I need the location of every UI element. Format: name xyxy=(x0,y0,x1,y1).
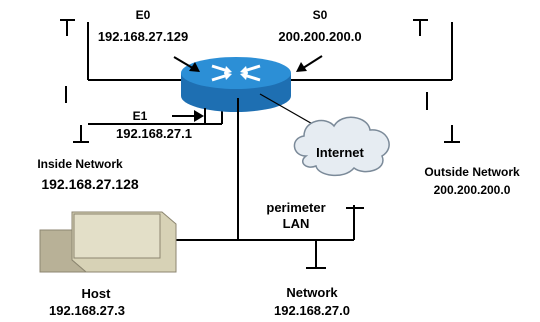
s0-address: 200.200.200.0 xyxy=(278,29,361,44)
inside-network-title: Inside Network xyxy=(37,157,123,171)
outside-network-address: 200.200.200.0 xyxy=(434,183,511,197)
e0-arrow-icon xyxy=(173,56,200,72)
lan-network-title: Network xyxy=(286,285,338,300)
terminator-top-left xyxy=(60,19,75,36)
lan-label: LAN xyxy=(283,216,310,231)
internet-cloud[interactable]: Internet xyxy=(293,116,390,177)
lan-network-address: 192.168.27.0 xyxy=(274,303,350,318)
terminator-top-right xyxy=(413,19,428,36)
outside-network-title: Outside Network xyxy=(424,165,520,179)
cloud-label: Internet xyxy=(316,145,364,160)
terminator-outside-network xyxy=(426,92,460,143)
perimeter-label: perimeter xyxy=(266,200,325,215)
router-arrows-icon xyxy=(211,64,261,82)
s0-arrow-icon xyxy=(296,55,323,72)
router[interactable] xyxy=(181,57,291,112)
terminator-inside-network xyxy=(65,86,89,143)
e0-address: 192.168.27.129 xyxy=(98,29,188,44)
e1-address: 192.168.27.1 xyxy=(116,126,192,141)
host[interactable] xyxy=(39,211,238,273)
e1-name: E1 xyxy=(133,109,148,123)
perimeter-lan-bus xyxy=(237,98,364,269)
e0-name: E0 xyxy=(136,8,151,22)
inside-network-address: 192.168.27.128 xyxy=(41,176,139,192)
host-title: Host xyxy=(82,286,112,301)
s0-name: S0 xyxy=(313,8,328,22)
host-address: 192.168.27.3 xyxy=(49,303,125,318)
e1-arrow-icon xyxy=(172,108,206,124)
